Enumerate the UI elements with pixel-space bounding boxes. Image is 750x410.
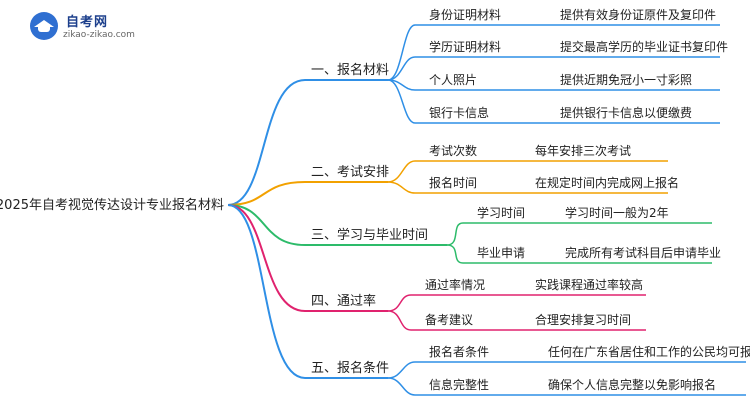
leaf-value-4-1: 实践课程通过率较高 [535,277,643,292]
branch-connector-4 [227,204,306,312]
leaf-value-4-2: 合理安排复习时间 [535,312,631,327]
leaf-key-1-4: 银行卡信息 [429,105,489,120]
leaf-key-5-1: 报名者条件 [429,344,489,359]
leaf-value-1-2: 提交最高学历的毕业证书复印件 [560,39,728,54]
leaf-connector-3-1 [446,222,464,246]
leaf-key-2-1: 考试次数 [429,143,477,158]
logo-url: zikao-zikao.com [63,30,135,40]
leaf-key-1-1: 身份证明材料 [429,7,501,22]
branch-connector-1 [227,79,306,206]
leaf-value-2-1: 每年安排三次考试 [535,143,631,158]
branch-label-3: 三、学习与毕业时间 [311,227,428,243]
leaf-key-1-2: 学历证明材料 [429,39,501,54]
site-logo: 自考网 zikao-zikao.com [30,10,140,46]
graduation-cap-icon [30,12,58,40]
branch-label-4: 四、通过率 [311,293,376,309]
branch-connector-3 [227,204,306,246]
leaf-connector-2-1 [387,160,416,183]
leaf-key-2-2: 报名时间 [429,175,477,190]
branch-label-2: 二、考试安排 [311,165,389,180]
leaf-connector-3-2 [446,244,464,264]
branch-connector-5 [227,204,306,379]
branch-label-5: 五、报名条件 [311,360,389,376]
leaf-value-1-1: 提供有效身份证原件及复印件 [560,7,716,22]
root-topic: 广东2025年自考视觉传达设计专业报名材料 [0,197,224,213]
leaf-value-5-1: 任何在广东省居住和工作的公民均可报名 [548,344,750,359]
leaf-connector-5-2 [387,377,416,396]
leaf-key-4-2: 备考建议 [425,313,473,327]
leaf-value-2-2: 在规定时间内完成网上报名 [535,175,679,190]
leaf-key-1-3: 个人照片 [429,73,477,87]
leaf-value-3-2: 完成所有考试科目后申请毕业 [565,245,721,260]
leaf-key-4-1: 通过率情况 [425,277,485,292]
leaf-key-3-2: 毕业申请 [477,246,525,260]
branch-label-1: 一、报名材料 [311,62,389,78]
leaf-value-3-1: 学习时间一般为2年 [565,205,669,220]
leaf-connector-1-1 [387,24,416,81]
leaf-key-3-1: 学习时间 [477,205,525,220]
branch-connector-2 [227,181,306,206]
leaf-key-5-2: 信息完整性 [429,377,489,392]
leaf-connector-2-2 [387,181,416,194]
leaf-connector-1-4 [387,79,416,124]
leaf-value-1-3: 提供近期免冠小一寸彩照 [560,72,692,87]
leaf-connector-4-2 [387,310,412,331]
leaf-value-5-2: 确保个人信息完整以免影响报名 [548,377,716,392]
leaf-connector-1-2 [387,56,416,81]
leaf-value-1-4: 提供银行卡信息以便缴费 [560,105,692,120]
logo-title: 自考网 [66,15,109,30]
leaf-connector-5-1 [387,361,416,379]
leaf-connector-4-1 [387,294,412,312]
